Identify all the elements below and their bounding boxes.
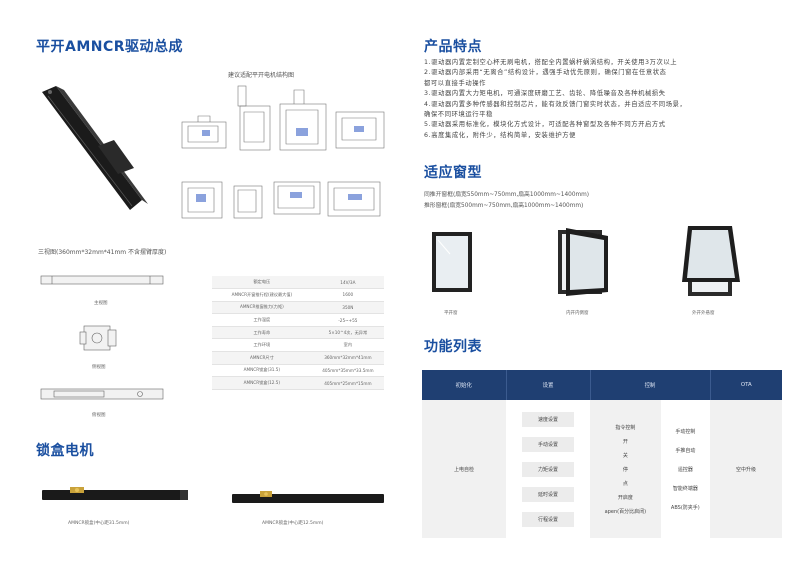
lock-caption-31-5: AMNCR锁盒(中心距31.5mm) xyxy=(68,521,130,526)
list-item: 行程设置 xyxy=(522,511,574,527)
list-item: 4.驱动器内置多种传感器和控制芯片，能有效反馈门窗实时状态，并自适应不同场景， xyxy=(424,100,687,108)
casement-window-image xyxy=(430,230,474,294)
list-item: 点 xyxy=(622,480,628,487)
list-item: 指令控制 xyxy=(615,424,636,431)
list-item: 遥控器 xyxy=(677,466,693,473)
list-item: 力矩设置 xyxy=(522,461,574,477)
function-list-title: 功能列表 xyxy=(424,339,482,355)
lock-motor-image-12-5 xyxy=(230,490,386,506)
table-row: 工作环境室内 xyxy=(212,338,384,353)
table-row: AMNCR锁盒(12.5)405mm*25mm*15mm xyxy=(212,376,384,390)
lock-caption-12-5: AMNCR锁盒(中心距12.5mm) xyxy=(262,521,324,526)
list-item: 速度设置 xyxy=(522,411,574,427)
window-label-tilt-turn: 内开内倒窗 xyxy=(566,311,589,316)
lock-motor-title: 锁盒电机 xyxy=(36,443,94,459)
window-spec-2: 推形窗框(扇宽500mm~750mm,扇高1000mm~1400mm) xyxy=(424,203,584,209)
init-cell: 上电自检 xyxy=(422,400,506,538)
list-item: ABS(防夹手) xyxy=(670,504,700,511)
header-init: 初始化 xyxy=(422,370,507,400)
list-item: apen(百分比启闭) xyxy=(604,508,647,515)
list-item: 3.驱动器内置大力矩电机，可通深度研磨工艺、齿轮、降低噪音及各种机械损失 xyxy=(424,90,666,98)
list-item: 手动设置 xyxy=(522,436,574,452)
front-view-drawing xyxy=(40,272,164,288)
table-row: AMNCR开窗推行程(建议最大值)1600 xyxy=(212,288,384,302)
diagram-caption: 建议适配平开电机结构图 xyxy=(228,72,295,79)
list-item: 5.驱动器采用标准化，模块化方式设计，可适配各种窗型及各种不同方开启方式 xyxy=(424,121,666,129)
top-hung-window-image xyxy=(680,224,742,298)
list-item: 关 xyxy=(622,452,628,459)
view-label-side: 侧视图 xyxy=(92,365,106,370)
side-view-drawing xyxy=(78,322,118,354)
table-row: 工作温度-25~+55 xyxy=(212,313,384,327)
list-item: 确保不同环境运行平稳 xyxy=(424,111,493,119)
header-ota: OTA xyxy=(710,370,782,400)
top-view-drawing xyxy=(40,384,164,404)
control-left-cell: 指令控制 开 关 停 点 开启度 apen(百分比启闭) xyxy=(590,400,661,538)
features-list: 1.驱动器内置定制空心杯无刷电机，搭配全内置蜗杆蜗涡结构，开关使用3万次以上 2… xyxy=(424,58,784,141)
table-row: AMNCR锁盒(31.5)405mm*35mm*33.5mm xyxy=(212,364,384,378)
control-right-cell: 手动控制 手推自动 遥控器 智能终端器 ABS(防夹手) xyxy=(661,400,710,538)
list-item: 开启度 xyxy=(617,494,633,501)
window-label-casement: 平开窗 xyxy=(444,311,458,316)
list-item: 智能终端器 xyxy=(672,485,698,492)
list-item: 停 xyxy=(622,466,628,473)
list-item: 开 xyxy=(622,438,628,445)
list-item: 1.驱动器内置定制空心杯无刷电机，搭配全内置蜗杆蜗涡结构，开关使用3万次以上 xyxy=(424,59,678,66)
list-item: 手动控制 xyxy=(675,428,696,435)
window-spec-1: 同推开窗框(扇宽550mm~750mm,扇高1000mm~1400mm) xyxy=(424,192,590,198)
window-label-top-hung: 外开外悬窗 xyxy=(692,311,715,316)
list-item: 2.驱动器内部采用“无离合”结构设计，遇强手动优先原则，确保门窗在任意状态 xyxy=(424,69,667,77)
amncr-motor-image xyxy=(38,82,148,216)
ota-cell: 空中升级 xyxy=(710,400,782,538)
view-label-top: 俯视图 xyxy=(92,413,106,418)
tilt-turn-window-image xyxy=(556,226,612,298)
list-item: 都可以直接手动操作 xyxy=(424,79,487,87)
view-label-front: 主视图 xyxy=(94,301,108,306)
list-item: 6.高度集成化，附件少，结构简单，安装维护方便 xyxy=(424,131,577,139)
amncr-title: 平开AMNCR驱动总成 xyxy=(36,39,184,55)
lock-motor-image-31-5 xyxy=(40,484,190,504)
function-table: 初始化 设置 控制 OTA 上电自检 速度设置 手动设置 力矩设置 延时设置 行… xyxy=(422,370,782,538)
header-settings: 设置 xyxy=(506,370,591,400)
list-item: 手推自动 xyxy=(675,447,696,454)
window-types-title: 适应窗型 xyxy=(424,165,482,181)
settings-cell: 速度设置 手动设置 力矩设置 延时设置 行程设置 xyxy=(506,400,590,538)
three-view-caption: 三视图(360mm*32mm*41mm 不含摆臂厚度) xyxy=(38,249,167,256)
header-control: 控制 xyxy=(590,370,711,400)
table-row: AMNCR推窗推力(力矩)350N xyxy=(212,301,384,315)
features-title: 产品特点 xyxy=(424,39,482,55)
structure-drawings xyxy=(178,82,388,224)
list-item: 延时设置 xyxy=(522,486,574,502)
